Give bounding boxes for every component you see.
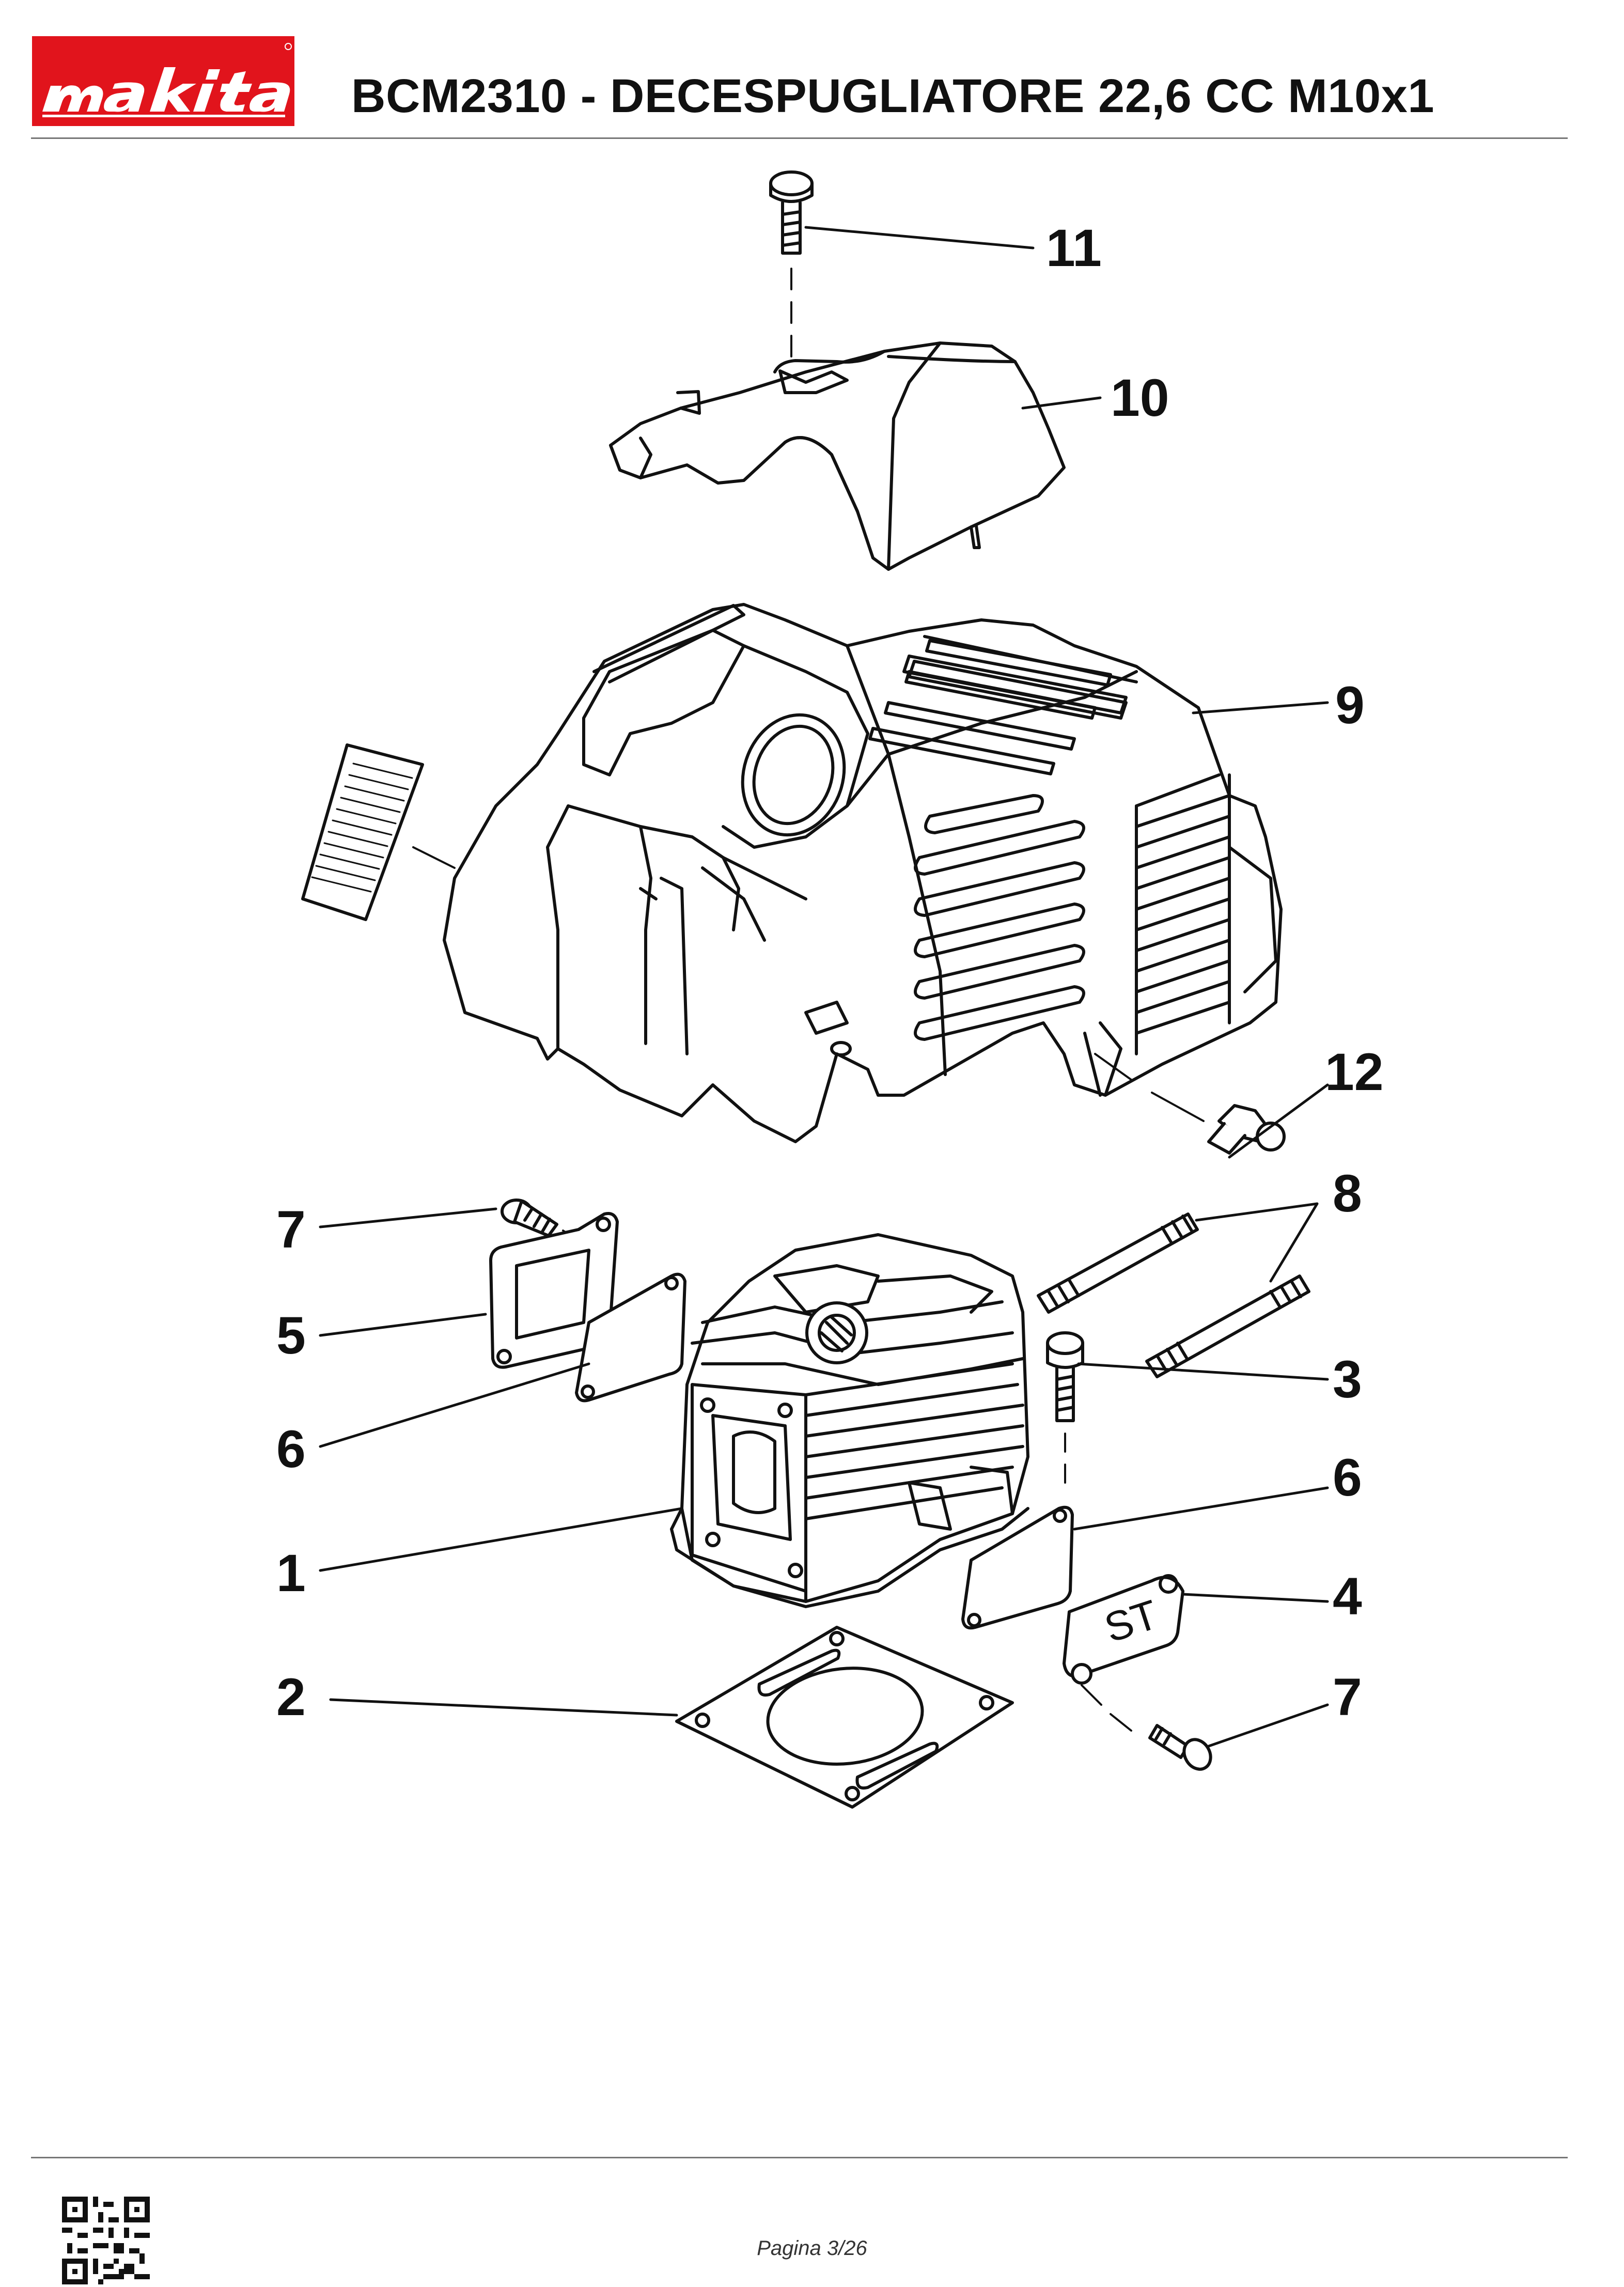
callout-5: 5	[276, 1306, 306, 1365]
callout-4: 4	[1333, 1567, 1362, 1626]
callout-8: 8	[1333, 1164, 1362, 1223]
callout-10: 10	[1111, 368, 1169, 427]
part-10-top-cover	[609, 341, 1066, 571]
part-7-screw-lower	[1148, 1724, 1212, 1771]
callout-leader-lines	[319, 226, 1329, 1748]
part-9-engine-shroud	[443, 603, 1283, 1143]
part-4-plate	[1063, 1574, 1184, 1732]
page-number: Pagina 3/26	[757, 2237, 867, 2260]
makita-logo: makita	[32, 36, 294, 126]
callout-9: 9	[1335, 676, 1365, 735]
callout-6-right: 6	[1333, 1448, 1362, 1507]
callout-6-left: 6	[276, 1420, 306, 1479]
page-header: makita BCM2310 - DECESPUGLIATORE 22,6 CC…	[0, 0, 1624, 145]
part-3-bolt	[1046, 1331, 1084, 1484]
callout-3: 3	[1333, 1350, 1362, 1409]
callout-12: 12	[1325, 1043, 1383, 1101]
qr-code-icon	[62, 2197, 150, 2284]
callout-2: 2	[276, 1668, 306, 1726]
footer-divider	[31, 2157, 1568, 2158]
callout-7-upper: 7	[276, 1200, 306, 1259]
part-11-screw	[769, 170, 814, 357]
part-6-gasket-left	[575, 1272, 686, 1403]
part-8-studs	[1037, 1212, 1310, 1378]
part-6-gasket-right	[961, 1505, 1074, 1630]
page-title: BCM2310 - DECESPUGLIATORE 22,6 CC M10x1	[351, 70, 1434, 122]
callout-11: 11	[1046, 219, 1102, 277]
part-12-screw	[1094, 1053, 1286, 1155]
callout-1: 1	[276, 1544, 306, 1603]
header-divider	[31, 137, 1568, 139]
callout-7-lower: 7	[1333, 1668, 1362, 1726]
part-5-gasket	[489, 1212, 619, 1369]
part-2-base-gasket	[675, 1626, 1014, 1809]
part-1-cylinder	[670, 1233, 1029, 1608]
